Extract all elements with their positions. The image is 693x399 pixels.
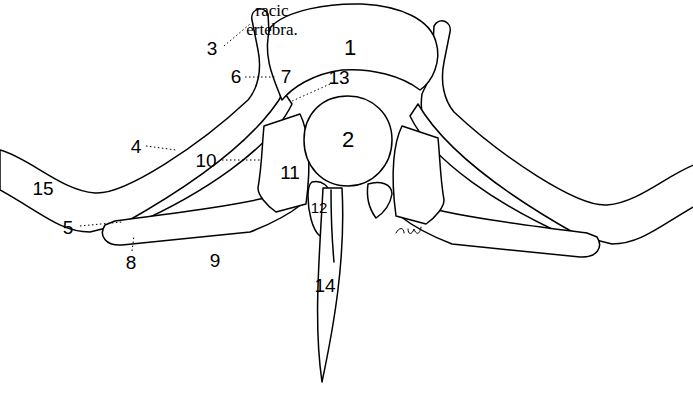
callout-number: 9 [210, 251, 221, 270]
callout-number: 15 [32, 179, 53, 198]
leader-line [146, 146, 176, 150]
callout-number: 11 [280, 163, 300, 182]
leader-line [290, 84, 330, 102]
signature [396, 227, 421, 234]
leader-lines [80, 24, 330, 251]
callout-number: 12 [311, 200, 328, 215]
rib [0, 9, 281, 232]
leader-line [224, 24, 250, 46]
leader-line [132, 236, 134, 251]
callout-number: 8 [126, 253, 137, 272]
process [258, 114, 309, 212]
callout-number: 3 [207, 39, 218, 58]
callout-number: 5 [63, 218, 74, 237]
leader-line [80, 222, 122, 226]
leader-line [245, 77, 276, 78]
callout-number: 2 [342, 129, 354, 151]
callout-number: 13 [328, 68, 349, 87]
process [393, 126, 444, 224]
caption-fragment: ertebra. [246, 21, 297, 38]
centrum [267, 4, 437, 100]
callout-number: 1 [344, 37, 356, 59]
neural-arch [304, 96, 392, 186]
callout-number: 4 [131, 137, 142, 156]
callout-number: 10 [195, 151, 216, 170]
callout-number: 7 [281, 67, 292, 86]
caption-fragment: racic [255, 2, 288, 19]
callout-number: 14 [314, 276, 335, 295]
callout-number: 6 [231, 67, 242, 86]
spine-line [331, 190, 334, 262]
rib [421, 21, 693, 244]
zygapophysis [367, 182, 392, 218]
leader-line [222, 160, 262, 161]
